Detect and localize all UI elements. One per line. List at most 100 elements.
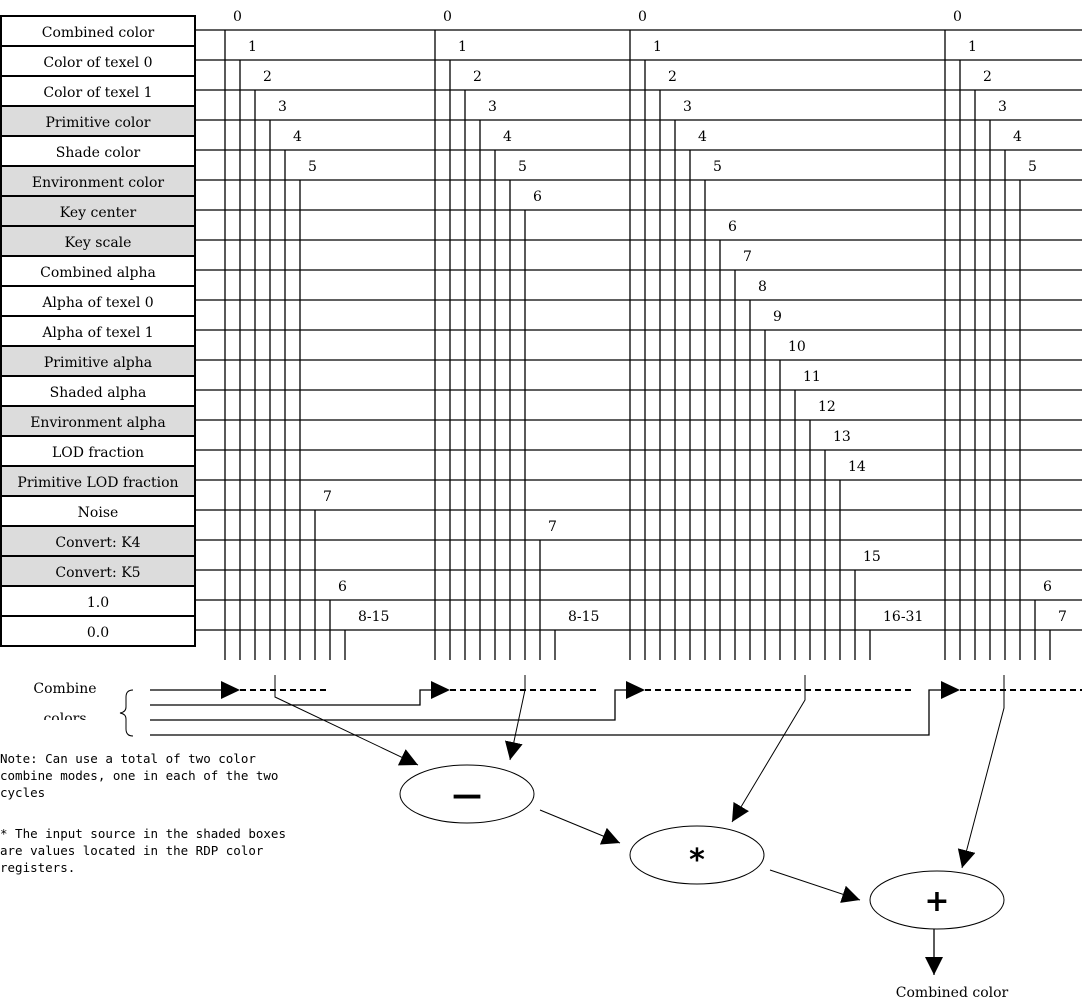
input-label: Convert: K4 <box>55 535 140 551</box>
selector-tap-label: 4 <box>503 129 512 145</box>
input-row: Noise <box>0 495 196 527</box>
input-row: Combined color <box>0 15 196 47</box>
input-row: LOD fraction <box>0 435 196 467</box>
selector-tap-label: 2 <box>668 69 677 85</box>
line-d <box>150 689 945 736</box>
input-box <box>0 165 196 197</box>
tap-a <box>274 675 419 766</box>
selector-tap-label: 1 <box>653 39 662 55</box>
input-box <box>0 465 196 497</box>
selector-tap-label: 3 <box>683 99 692 115</box>
input-row: Alpha of texel 1 <box>0 315 196 347</box>
tap-c <box>731 675 806 823</box>
multiply-icon: * <box>689 843 705 878</box>
selector-tap-label: 5 <box>1028 159 1037 175</box>
selector-tap-label: 8-15 <box>358 609 389 625</box>
selector-tap-label: 2 <box>473 69 482 85</box>
input-label: Primitive LOD fraction <box>17 475 178 491</box>
selector-tap-label: 4 <box>698 129 707 145</box>
arrow-c-icon <box>626 681 645 699</box>
selector-tap-label: 1 <box>248 39 257 55</box>
selector-tap-label: 0 <box>233 9 242 25</box>
input-label: Combined color <box>42 25 155 41</box>
minus-icon: — <box>452 778 482 813</box>
line-b <box>150 689 436 706</box>
input-label: Shade color <box>56 145 141 161</box>
input-box <box>0 405 196 437</box>
input-label: Color of texel 0 <box>43 55 152 71</box>
plus-icon: + <box>924 884 949 919</box>
subtract-node: — <box>399 764 535 824</box>
selector-tap-label: 0 <box>953 9 962 25</box>
note-line: Note: Can use a total of two color <box>0 751 256 766</box>
input-row: Combined alpha <box>0 255 196 287</box>
selector-tap-label: 9 <box>773 309 782 325</box>
input-box <box>0 555 196 587</box>
selector-tap-label: 15 <box>863 549 881 565</box>
note-line: are values located in the RDP color <box>0 843 264 858</box>
selector-tap-label: 13 <box>833 429 851 445</box>
brace-icon <box>119 689 134 737</box>
input-row: Color of texel 1 <box>0 75 196 107</box>
input-label: LOD fraction <box>52 445 144 461</box>
selector-tap-label: 7 <box>1058 609 1067 625</box>
input-label: Combined alpha <box>40 265 156 281</box>
input-row: Key center <box>0 195 196 227</box>
input-row: Shaded alpha <box>0 375 196 407</box>
mul-to-add <box>769 869 861 903</box>
input-box <box>0 105 196 137</box>
note-1: Note: Can use a total of two color combi… <box>0 751 278 800</box>
selector-tap-label: 7 <box>323 489 332 505</box>
selector-tap-label: 5 <box>518 159 527 175</box>
selector-tap-label: 6 <box>1043 579 1052 595</box>
cycle-lines <box>150 681 1082 736</box>
input-row: Primitive LOD fraction <box>0 465 196 497</box>
arrow-a-icon <box>221 681 240 699</box>
selector-tap-label: 4 <box>1013 129 1022 145</box>
add-node: + <box>869 870 1005 930</box>
selector-tap-label: 6 <box>533 189 542 205</box>
input-label: Shaded alpha <box>50 385 147 401</box>
combine-label: Combine <box>33 681 96 697</box>
input-label: 0.0 <box>87 625 109 641</box>
input-label: Key scale <box>65 235 132 251</box>
input-label: Alpha of texel 1 <box>41 325 153 341</box>
input-bus-lines <box>196 29 1082 631</box>
selector-tap-label: 5 <box>713 159 722 175</box>
selector-tap-label: 7 <box>743 249 752 265</box>
colors-label: colors <box>43 711 86 727</box>
input-label: Alpha of texel 0 <box>41 295 153 311</box>
selector-tap-label: 7 <box>548 519 557 535</box>
input-label: Primitive color <box>46 115 151 131</box>
tap-d <box>957 675 1005 869</box>
selector-tap-label: 4 <box>293 129 302 145</box>
input-row: Primitive alpha <box>0 345 196 377</box>
input-row: Alpha of texel 0 <box>0 285 196 317</box>
input-row: Shade color <box>0 135 196 167</box>
input-row: Environment alpha <box>0 405 196 437</box>
selector-tap-label: 3 <box>278 99 287 115</box>
combine-colors-label: Combine colors <box>33 681 96 727</box>
input-box <box>0 15 196 47</box>
note-line: registers. <box>0 860 75 875</box>
input-label: Key center <box>60 205 137 221</box>
input-label: 1.0 <box>87 595 109 611</box>
selector-tap-label: 1 <box>458 39 467 55</box>
input-label: Color of texel 1 <box>43 85 152 101</box>
input-box <box>0 345 196 377</box>
input-box <box>0 285 196 317</box>
input-row: Convert: K4 <box>0 525 196 557</box>
selector-tap-label: 3 <box>998 99 1007 115</box>
note-2: * The input source in the shaded boxes a… <box>0 826 286 875</box>
input-row: 0.0 <box>0 615 196 647</box>
tap-connectors <box>274 675 1005 975</box>
output-label: Combined color <box>896 985 1009 1001</box>
input-box <box>0 615 196 647</box>
selector-tap-label: 1 <box>968 39 977 55</box>
line-c <box>150 689 630 721</box>
input-row: Key scale <box>0 225 196 257</box>
